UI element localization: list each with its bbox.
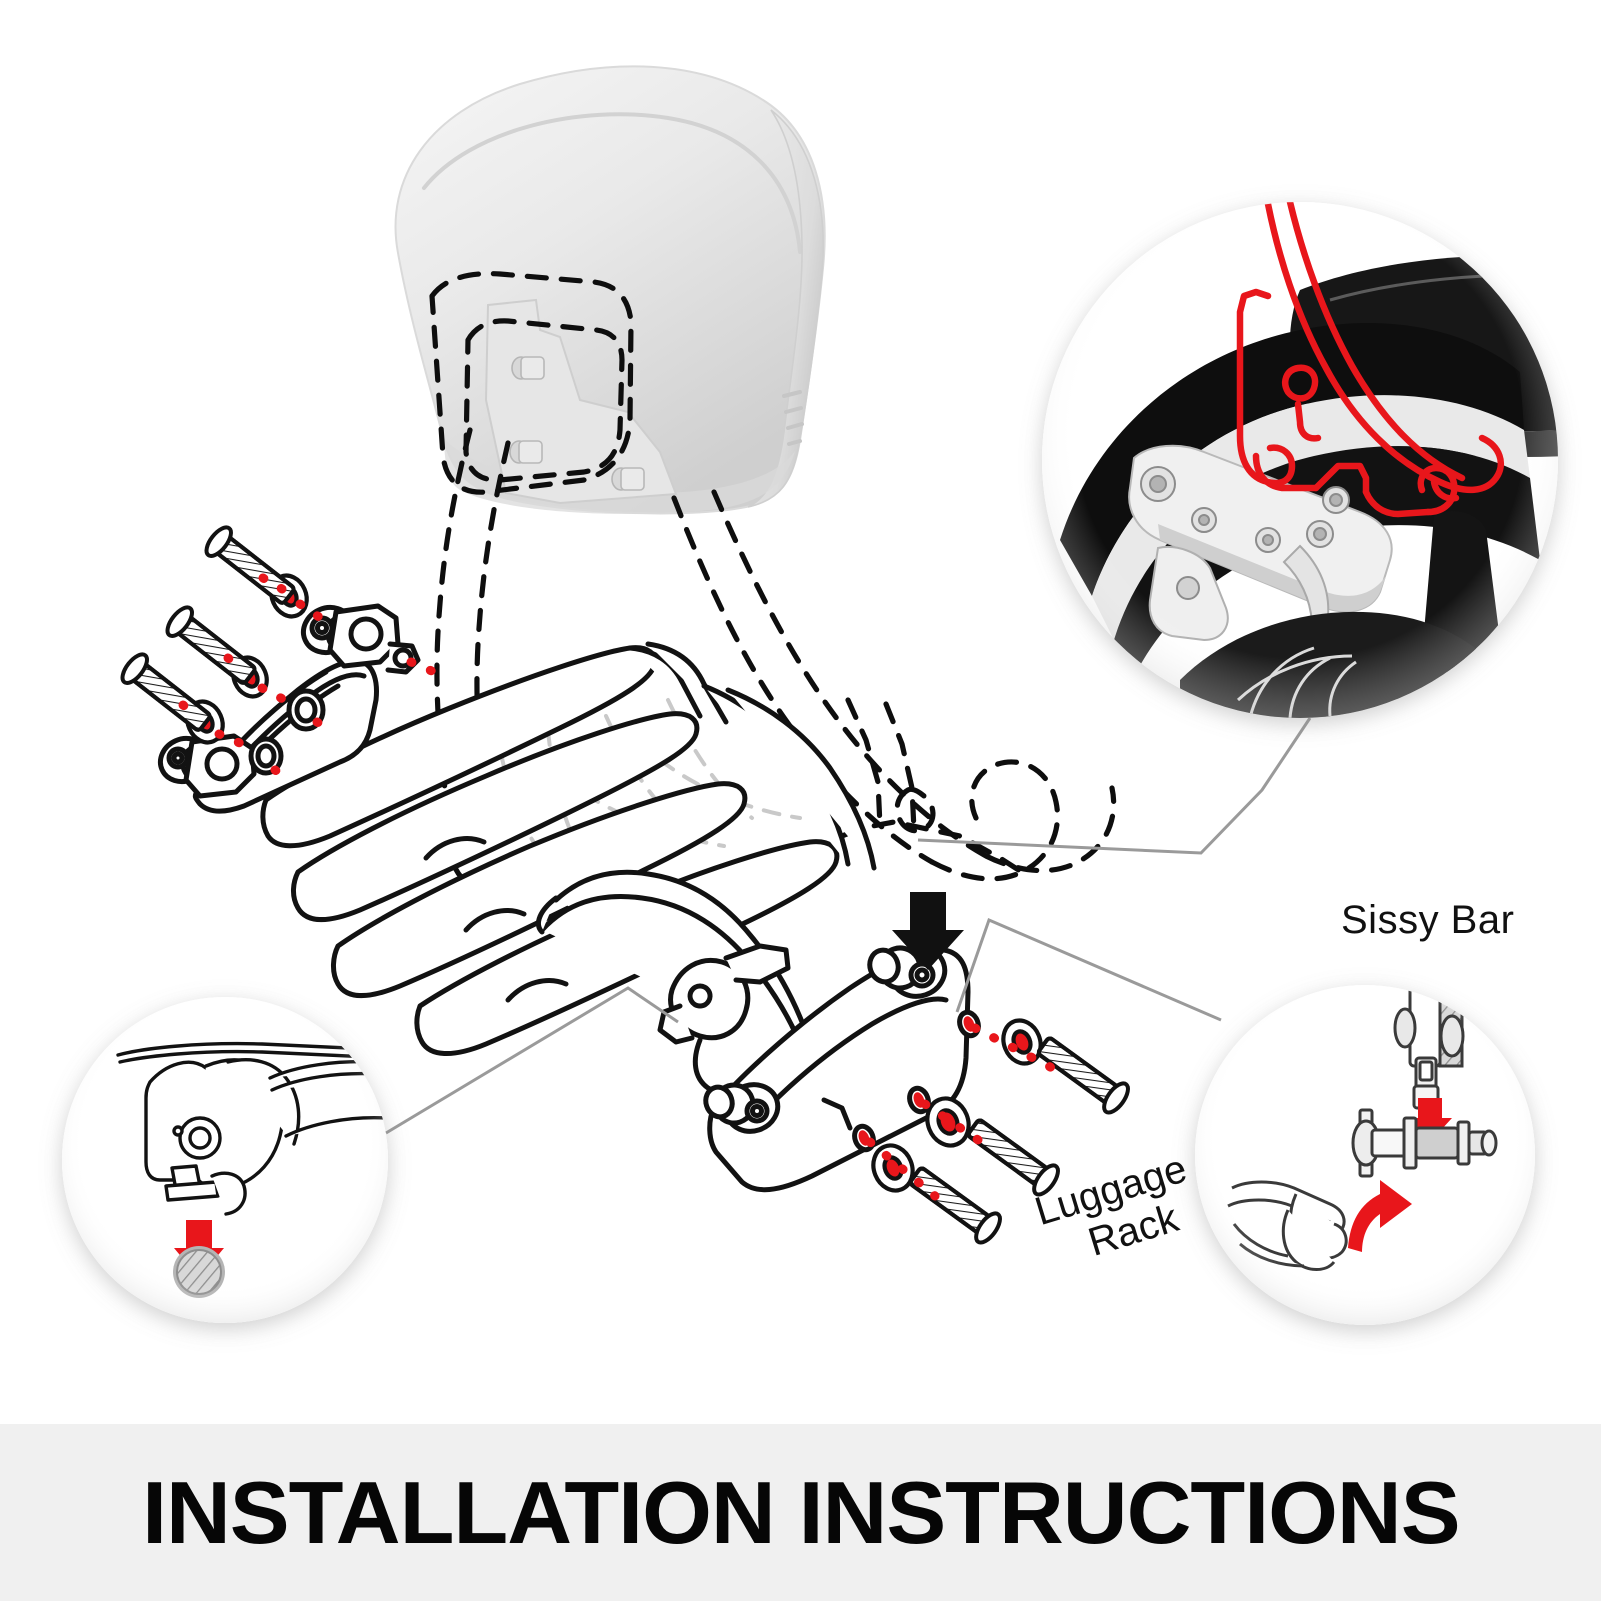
sissy-bar-plate-outline-inner (463, 318, 625, 483)
backrest-pad-side-panel (747, 109, 825, 508)
bolt (908, 1166, 1002, 1245)
sissy-bar-right-foot (929, 759, 1061, 882)
bolt (1036, 1036, 1130, 1115)
luggage-rack-group (260, 641, 877, 1096)
connector-bottom-left (385, 986, 679, 1135)
right-bracket-pivot-boss-2 (703, 1082, 781, 1134)
footer-band: INSTALLATION INSTRUCTIONS (0, 1424, 1601, 1601)
left-assembly-dotted-lines (178, 573, 453, 785)
left-bolts (120, 525, 296, 732)
luggage-rack-side-rail (627, 645, 703, 719)
luggage-rack-bar-1 (260, 645, 658, 849)
inset-connector-lines (385, 717, 1312, 1135)
connector-top-right (917, 717, 1312, 855)
luggage-rack-bump-1 (423, 836, 487, 861)
luggage-rack-side-rail-2 (645, 641, 729, 725)
luggage-rack-latch-plate (723, 943, 791, 985)
right-bolts (908, 1036, 1130, 1245)
backrest-plate-bolts (509, 356, 645, 491)
right-bracket-step (821, 1097, 853, 1131)
luggage-rack-bar-2 (291, 711, 700, 923)
backrest-pad-edge-seam (422, 112, 802, 254)
assembly-direction-arrow (892, 892, 964, 970)
right-bracket-pivot-boss (867, 945, 948, 999)
luggage-rack-bar-3 (331, 781, 748, 999)
page-title: INSTALLATION INSTRUCTIONS (141, 1462, 1461, 1562)
luggage-rack-cross-brace-2 (725, 687, 877, 871)
washer (871, 1143, 915, 1193)
left-bracket-boss-mid-2 (248, 736, 284, 776)
washer (925, 1096, 971, 1148)
connector-bottom-right (955, 917, 1222, 1022)
bolt (966, 1118, 1060, 1197)
label-sissy-bar: Sissy Bar (1341, 898, 1515, 942)
left-bracket-head-bottom-hole (204, 746, 240, 782)
sissy-bar-plate-outline-outer (429, 271, 634, 495)
backrest-pad-bottom-rib (782, 390, 804, 446)
luggage-rack-bump-2 (463, 908, 527, 933)
sissy-bar-cross-link2 (883, 701, 917, 833)
docking-point-detail-inset (62, 997, 388, 1323)
luggage-rack-knuckle-detail (687, 983, 713, 1009)
bolt (204, 525, 296, 605)
docking-pin-hardware-inset (1195, 985, 1535, 1325)
backrest-pad-group (394, 65, 826, 515)
luggage-rack-tube-elbow (536, 895, 559, 935)
left-bracket-head-hole (348, 616, 384, 652)
sissy-bar-cross-link (845, 697, 883, 829)
left-bracket-boss-mid (286, 688, 326, 732)
sissy-bar-right-leg-2 (711, 489, 989, 859)
bolt (165, 605, 257, 685)
bolt (120, 652, 212, 732)
right-assembly-dotted-lines (865, 1023, 1065, 1201)
vehicle-mount-photo-inset (1042, 202, 1558, 718)
luggage-rack-bump-3 (505, 978, 569, 1003)
right-washers (871, 1018, 1043, 1193)
sissy-bar-docking-loop (894, 786, 936, 834)
washer (1001, 1018, 1043, 1066)
sissy-bar-right-foot-2 (983, 785, 1117, 874)
